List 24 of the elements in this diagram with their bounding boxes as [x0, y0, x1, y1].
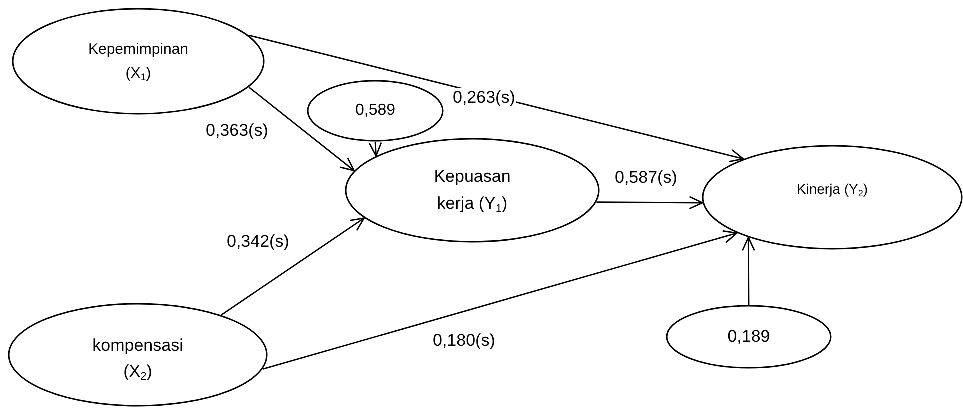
arrow	[248, 86, 355, 172]
variable-label: kompensasi (X$_{2}$)	[92, 334, 184, 385]
variable-label: 0,589	[355, 100, 396, 121]
variable-ellipse	[345, 138, 600, 243]
edge-label: 0,587(s)	[614, 168, 678, 188]
variable-label: Kinerja (Y$_{2}$)	[796, 180, 868, 200]
arrow	[248, 34, 744, 162]
variable-ellipse	[666, 305, 832, 369]
arrow	[742, 237, 756, 305]
arrow	[221, 218, 366, 316]
variable-ellipse	[702, 145, 963, 250]
variable-label: Kepemimpinan (X$_{1}$)	[87, 40, 190, 85]
variable-ellipse	[12, 8, 265, 115]
arrow	[262, 230, 738, 370]
edge-label: 0,363(s)	[205, 121, 270, 141]
edge-label: 0,342(s)	[226, 232, 290, 252]
edge-label: 0,180(s)	[432, 331, 496, 351]
edge-label: 0,263(s)	[452, 88, 516, 108]
arrow	[368, 142, 382, 157]
variable-ellipse	[307, 80, 444, 142]
variable-label: 0,189	[728, 326, 770, 348]
variable-ellipse	[8, 303, 268, 407]
variable-label: Kepuasan kerja (Y$_{1}$)	[433, 166, 512, 216]
arrow	[596, 196, 704, 210]
